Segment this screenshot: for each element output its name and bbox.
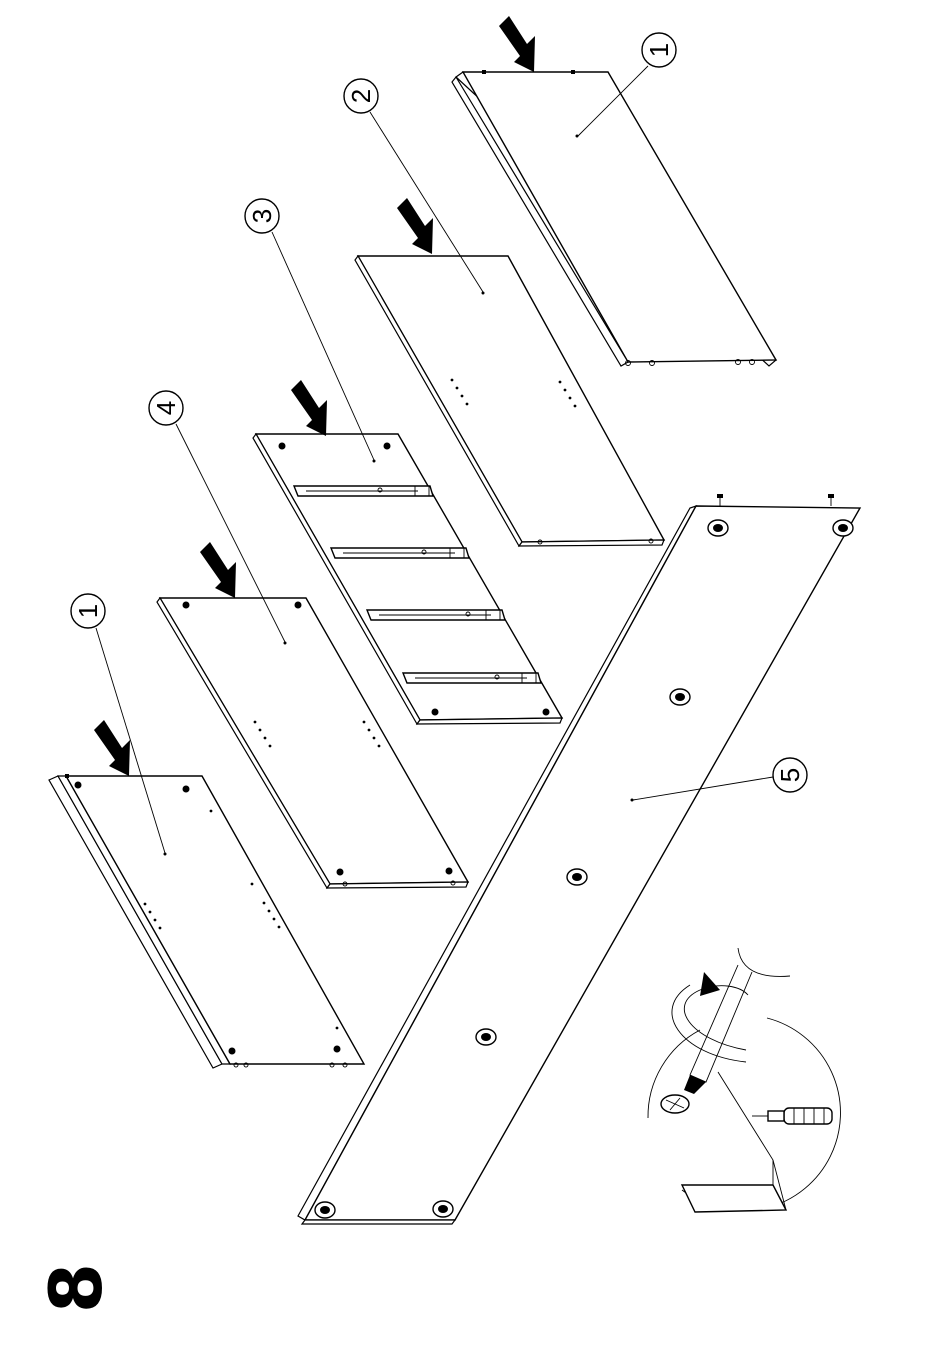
svg-text:5: 5 <box>775 768 805 782</box>
cam-lock-icon <box>833 520 853 536</box>
rotate-arrow-icon <box>672 972 748 1062</box>
insert-arrow-icon <box>499 16 535 72</box>
drawer-slide <box>331 548 469 558</box>
screwdriver-icon <box>752 1108 832 1124</box>
detail-inset <box>648 948 840 1212</box>
drawer-slide <box>403 673 541 683</box>
step-number: 8 <box>34 1263 118 1313</box>
drawer-slide <box>367 610 505 620</box>
insert-arrow-icon <box>397 198 433 254</box>
insert-arrow-icon <box>291 380 327 436</box>
insert-arrow-icon <box>94 720 130 776</box>
screwdriver-icon <box>684 948 790 1094</box>
cam-lock-icon <box>708 520 728 536</box>
cam-lock-icon <box>661 1095 689 1113</box>
svg-text:1: 1 <box>644 43 674 57</box>
svg-text:1: 1 <box>73 604 103 618</box>
screw-pin <box>717 494 834 506</box>
drawer-slide <box>294 486 433 496</box>
svg-text:4: 4 <box>151 401 181 415</box>
cam-lock-icon <box>476 1029 496 1045</box>
svg-text:3: 3 <box>247 209 277 223</box>
cam-lock-icon <box>433 1201 453 1217</box>
svg-text:2: 2 <box>346 89 376 103</box>
insert-arrow-icon <box>200 542 236 598</box>
callout-part-3: 3 <box>245 199 374 460</box>
cam-lock-icon <box>567 869 587 885</box>
cam-lock-icon <box>670 689 690 705</box>
cam-lock-icon <box>315 1202 335 1218</box>
